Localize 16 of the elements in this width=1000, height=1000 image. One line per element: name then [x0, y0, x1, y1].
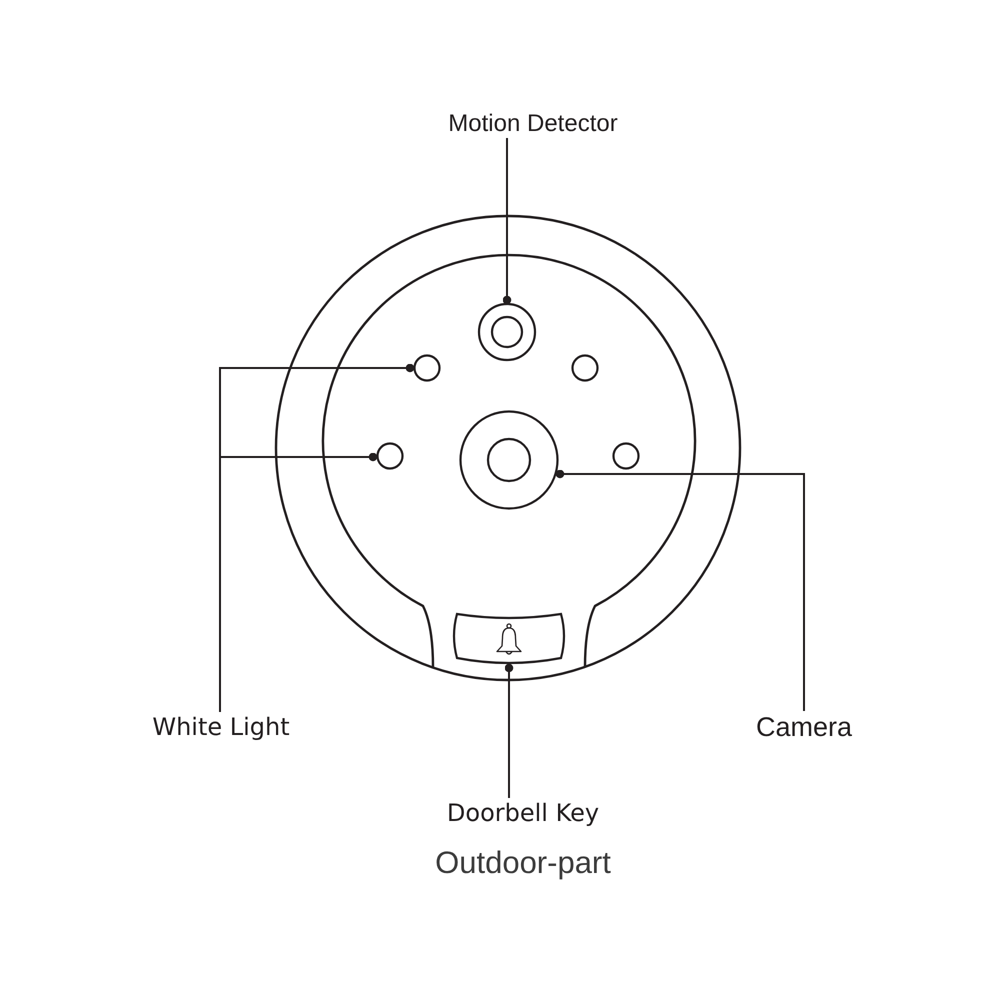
- led-light: [413, 354, 441, 382]
- led-light: [376, 442, 404, 470]
- leader-line: [219, 452, 378, 712]
- leader-line: [504, 664, 514, 798]
- led-light: [612, 442, 640, 470]
- part-label: Camera: [756, 711, 852, 743]
- doorbell-button: [452, 612, 566, 664]
- leader-line: [556, 470, 805, 711]
- caption: Outdoor-part: [435, 844, 611, 880]
- camera-lens: [459, 410, 559, 510]
- part-label: Motion Detector: [448, 108, 618, 138]
- part-label: Doorbell Key: [446, 798, 600, 828]
- part-label: White Light: [152, 712, 290, 742]
- motion-sensor: [478, 302, 536, 362]
- led-light: [571, 354, 599, 382]
- leader-line: [502, 138, 512, 304]
